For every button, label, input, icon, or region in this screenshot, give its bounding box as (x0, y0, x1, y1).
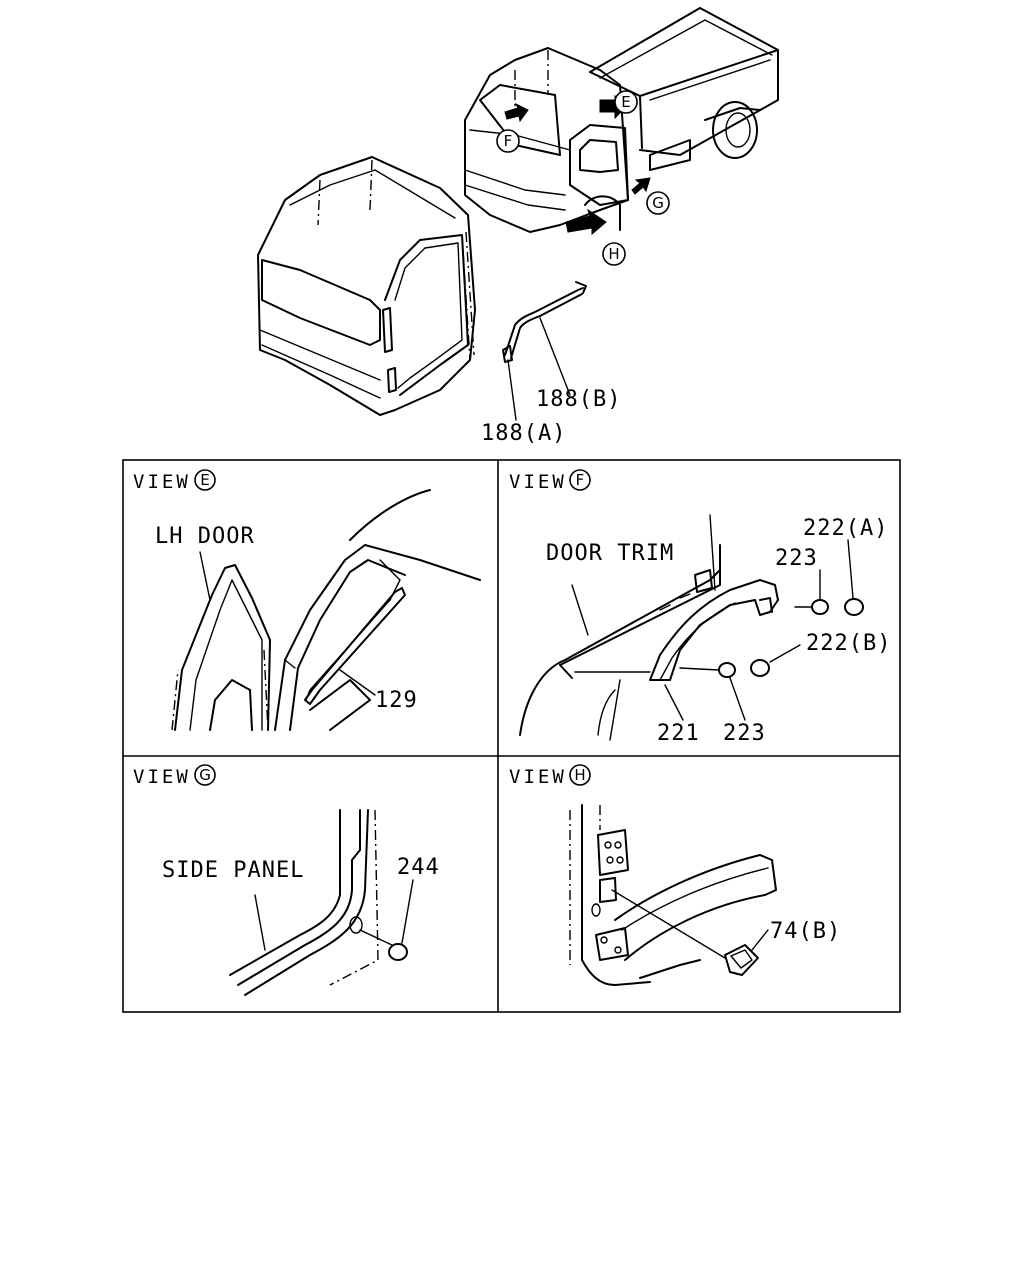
view-f-panel: VIEW F DOOR TRIM 222(A) 223 222(B) 2 (509, 469, 891, 746)
callout-f-circle (496, 129, 520, 153)
leader-222-b (769, 644, 801, 663)
leader-lh-door (199, 551, 211, 601)
part-222-a-label: 222(A) (803, 516, 888, 541)
callout-g-text: G (652, 194, 664, 212)
door-trim-label: DOOR TRIM (546, 541, 674, 566)
cab-illustration (257, 156, 476, 416)
part-244-label: 244 (397, 855, 440, 880)
view-e-caption: VIEW (133, 471, 191, 493)
view-g-marker: G (199, 766, 211, 784)
lh-door-label: LH DOOR (155, 524, 255, 549)
leader-221 (664, 684, 684, 721)
part-221-label: 221 (657, 721, 700, 746)
leader-74-b (751, 929, 769, 951)
callout-h-text: H (608, 245, 619, 263)
view-h-panel: VIEW H 74(B) (509, 764, 841, 986)
leader-74-b-a (611, 889, 726, 959)
leader-244 (401, 879, 414, 944)
part-188-b-label: 188(B) (536, 387, 621, 412)
view-e-panel: VIEW E LH DOOR 129 (133, 469, 481, 731)
leader-188-b (539, 317, 571, 396)
part-222-b-label: 222(B) (806, 631, 891, 656)
part-129-label: 129 (375, 688, 418, 713)
clip-244 (388, 943, 408, 961)
leader-222-a (847, 539, 854, 599)
cap-222-b (750, 659, 770, 677)
part-188-strip (502, 281, 587, 363)
view-e-marker-circle (194, 469, 216, 491)
callout-f-text: F (504, 132, 513, 150)
leader-188-a (507, 359, 517, 421)
callout-e-text: E (621, 93, 630, 111)
leader-223-bottom (729, 677, 746, 721)
callout-e-circle (614, 90, 638, 114)
part-74-b-label: 74(B) (770, 919, 841, 944)
view-e-marker: E (200, 471, 209, 489)
detail-grid-frame (122, 459, 901, 1013)
leader-side-panel (254, 894, 266, 951)
view-g-marker-circle (194, 764, 216, 786)
view-f-marker-circle (569, 469, 591, 491)
fastener-223-bottom (718, 662, 736, 678)
leader-door-trim (571, 584, 589, 636)
side-panel-label: SIDE PANEL (162, 858, 304, 883)
callout-h-circle (602, 242, 626, 266)
view-g-panel: VIEW G SIDE PANEL 244 (133, 764, 440, 996)
callout-g-circle (646, 191, 670, 215)
part-188-a-label: 188(A) (481, 421, 566, 446)
part-223-top-label: 223 (775, 546, 818, 571)
leader-129 (339, 669, 376, 696)
view-h-marker-circle (569, 764, 591, 786)
view-h-caption: VIEW (509, 766, 567, 788)
view-g-caption: VIEW (133, 766, 191, 788)
view-f-marker: F (576, 471, 585, 489)
cap-222-a (844, 598, 864, 616)
truck-illustration (464, 7, 779, 236)
part-223-bottom-label: 223 (723, 721, 766, 746)
plug-74-b (724, 944, 759, 976)
fastener-223-top (811, 599, 829, 615)
view-h-marker: H (574, 766, 585, 784)
view-f-caption: VIEW (509, 471, 567, 493)
